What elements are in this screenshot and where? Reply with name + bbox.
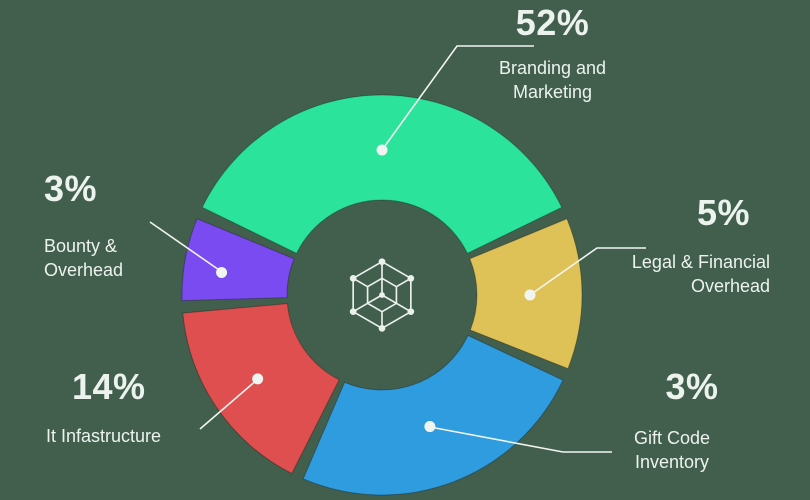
segment-label: Bounty & Overhead <box>44 234 214 283</box>
callout-line-gift-code-inventory <box>429 426 612 453</box>
percent-value: 3% <box>665 366 719 407</box>
callout-it-infastructure: 14% It Infastructure <box>46 366 226 448</box>
label-line: Inventory <box>634 452 710 473</box>
callout-dot-gift-code-inventory <box>424 421 436 433</box>
percent-value: 5% <box>696 192 750 233</box>
label-line: Overhead <box>44 260 124 281</box>
callout-line-it-infastructure <box>199 378 259 430</box>
label-line: It Infastructure <box>46 426 162 446</box>
callout-bounty-overhead: 3% Bounty & Overhead <box>44 168 214 283</box>
callout-line-bounty-overhead <box>149 221 223 273</box>
label-line: Overhead <box>690 276 770 297</box>
percent-value: 14% <box>72 366 146 407</box>
segment-bounty-overhead <box>181 218 295 302</box>
callout-line-branding-marketing <box>381 45 534 151</box>
label-line: Bounty & <box>44 236 118 256</box>
segment-label: Branding and Marketing <box>440 56 665 105</box>
segment-it-infastructure <box>182 303 340 475</box>
callout-legal-financial: 5% Legal & Financial Overhead <box>540 192 770 299</box>
segment-branding-marketing <box>201 94 563 255</box>
segment-label: Gift Code Inventory <box>592 426 752 475</box>
label-line: Gift Code <box>633 428 711 448</box>
callout-dot-it-infastructure <box>252 373 264 385</box>
callout-line-legal-financial-overhead <box>529 247 646 296</box>
label-line: Marketing <box>512 82 593 103</box>
segment-label: Legal & Financial Overhead <box>540 250 770 299</box>
callout-dot-branding-marketing <box>376 144 388 156</box>
network-icon <box>342 255 422 335</box>
segment-gift-code-inventory <box>302 334 564 496</box>
label-line: Branding and <box>498 58 607 78</box>
callout-branding-marketing: 52% Branding and Marketing <box>440 2 665 105</box>
callout-gift-code: 3% Gift Code Inventory <box>592 366 752 475</box>
callout-dot-bounty-overhead <box>216 266 228 278</box>
label-line: Legal & Financial <box>631 252 770 272</box>
callout-dot-legal-financial-overhead <box>524 289 536 301</box>
segment-label: It Infastructure <box>46 424 226 448</box>
percent-value: 3% <box>44 168 98 209</box>
network-icon-svg <box>349 258 415 332</box>
percent-value: 52% <box>515 2 590 43</box>
